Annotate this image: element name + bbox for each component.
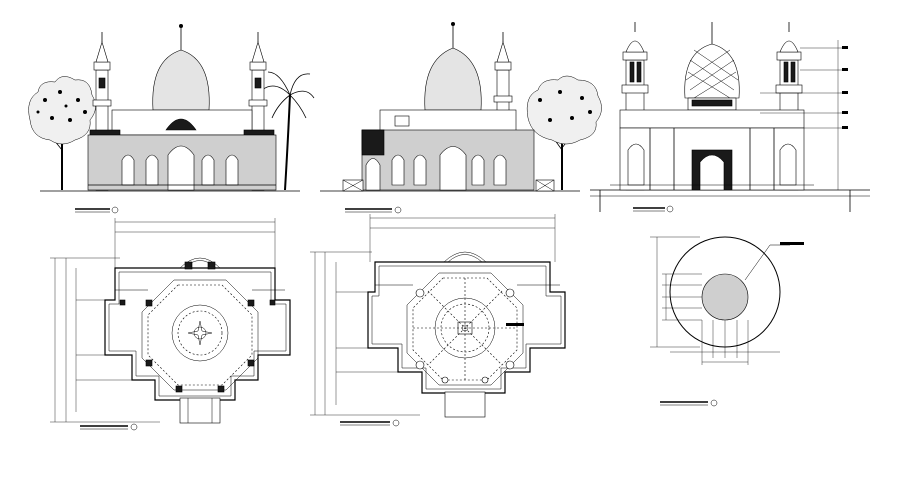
front-arches: [121, 145, 239, 191]
title-mark-section: [633, 205, 674, 213]
tree-left-icon: [28, 76, 96, 190]
side-arches: [365, 146, 507, 191]
title-mark-dome-plan: [660, 399, 718, 407]
title-mark-side: [345, 206, 402, 214]
roof-columns: [415, 288, 515, 384]
title-mark-front: [75, 206, 119, 214]
section-dome: [684, 22, 740, 111]
front-elevation: [28, 24, 315, 214]
side-elevation: [320, 22, 602, 214]
plan-columns: [119, 261, 276, 393]
title-mark-ground-plan: [80, 423, 138, 431]
tree-right-icon: [526, 75, 602, 190]
main-dome: [152, 24, 210, 111]
ground-floor-plan: [50, 218, 291, 431]
section-elevation: [590, 22, 870, 213]
roof-plan: [310, 214, 566, 427]
side-dome: [424, 22, 482, 111]
level-marks: [760, 40, 848, 190]
palm-tree-icon: [261, 71, 315, 191]
dome-plan: [650, 236, 804, 407]
section-arches: [627, 143, 797, 191]
title-mark-roof-plan: [340, 419, 400, 427]
